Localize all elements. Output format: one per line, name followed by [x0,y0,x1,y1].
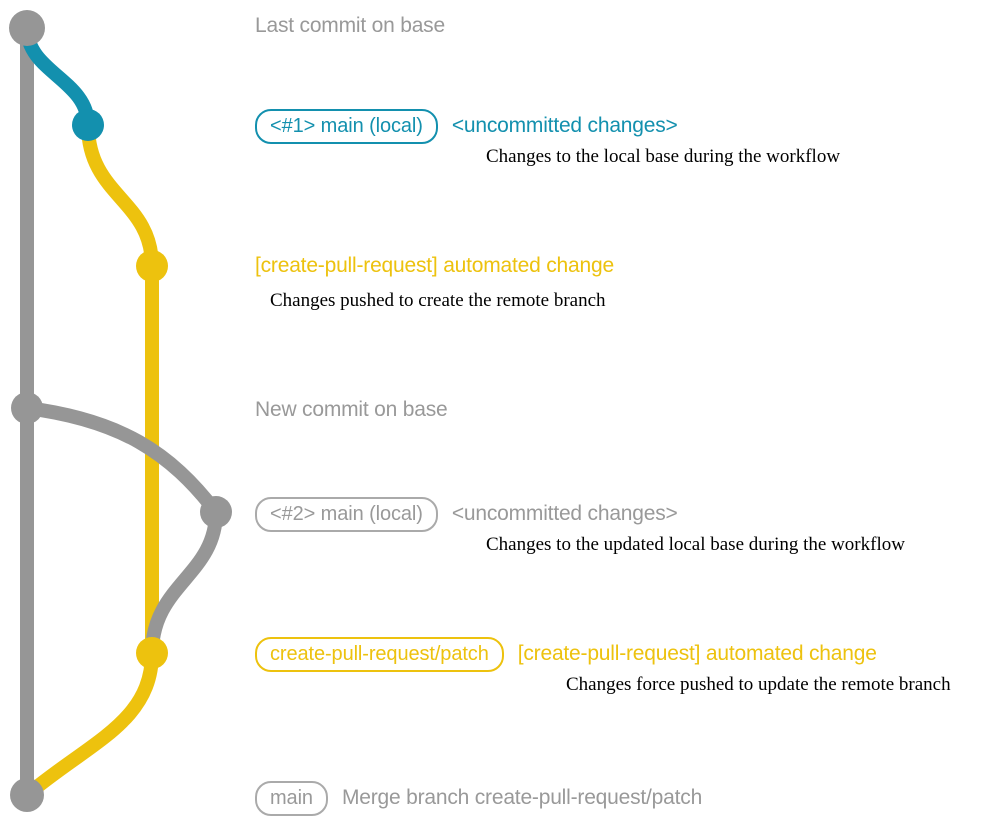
commit-row-local-uncommitted-2: <#2> main (local) <uncommitted changes> [255,497,678,532]
ref-badge-local-1[interactable]: <#1> main (local) [255,109,438,144]
commit-node-new-commit-on-base[interactable] [11,392,43,424]
commit-subject-local-uncommitted-2: <uncommitted changes> [451,502,678,525]
commit-row-remote-automated-change-2: create-pull-request/patch [create-pull-r… [255,637,877,672]
commit-note-remote-automated-change-1: Changes pushed to create the remote bran… [270,290,606,311]
commit-note-local-uncommitted-1: Changes to the local base during the wor… [486,146,841,167]
commit-subject-new-commit-on-base: New commit on base [255,398,448,421]
commit-subject-merge-commit: Merge branch create-pull-request/patch [341,786,703,809]
commit-node-merge-commit[interactable] [10,778,44,812]
commit-node-local-uncommitted-2[interactable] [200,496,232,528]
commit-node-remote-automated-change-1[interactable] [136,250,168,282]
commit-row-local-uncommitted-1: <#1> main (local) <uncommitted changes> [255,109,678,144]
commit-note-local-uncommitted-2: Changes to the updated local base during… [486,534,905,555]
ref-badge-local-2[interactable]: <#2> main (local) [255,497,438,532]
commit-row-remote-automated-change-1: [create-pull-request] automated change [255,254,614,278]
commit-subject-local-uncommitted-1: <uncommitted changes> [451,114,678,137]
ref-badge-remote-patch[interactable]: create-pull-request/patch [255,637,504,672]
edge-remote-2-to-merge [20,646,159,802]
commit-node-last-commit-on-base[interactable] [9,10,45,46]
edge-base-to-local-2 [20,401,223,519]
commit-row-merge-commit: main Merge branch create-pull-request/pa… [255,781,702,816]
edge-local-2-to-remote-2 [145,505,223,660]
commit-subject-last-commit-on-base: Last commit on base [255,14,445,37]
commit-node-local-uncommitted-1[interactable] [72,109,104,141]
ref-badge-main[interactable]: main [255,781,328,816]
edge-local-1-to-remote-1 [81,118,159,273]
commit-note-remote-automated-change-2: Changes force pushed to update the remot… [566,674,951,695]
commit-subject-remote-automated-change-2: [create-pull-request] automated change [517,642,877,665]
commit-subject-remote-automated-change-1: [create-pull-request] automated change [255,254,614,277]
commit-node-remote-automated-change-2[interactable] [136,637,168,669]
